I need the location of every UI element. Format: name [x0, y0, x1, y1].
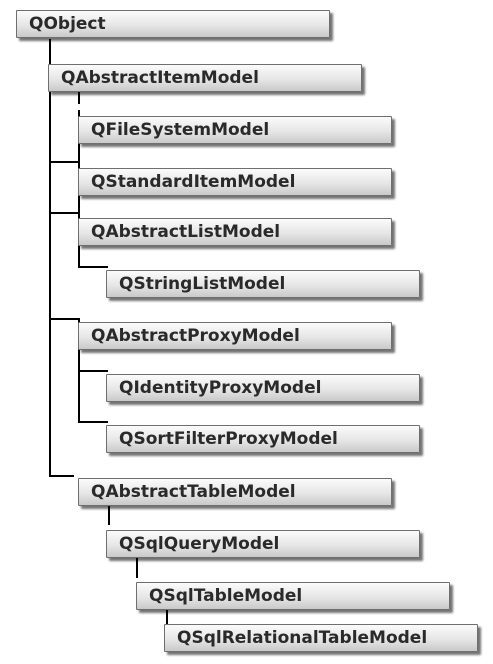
- class-node-qabstractitemmodel[interactable]: QAbstractItemModel: [48, 64, 362, 92]
- class-node-qsqltablemodel[interactable]: QSqlTableModel: [136, 582, 450, 610]
- connector-line: [78, 92, 80, 104]
- connector-line: [166, 600, 168, 630]
- connector-line: [78, 230, 80, 268]
- class-node-qabstractlistmodel[interactable]: QAbstractListModel: [78, 218, 392, 246]
- connector-line: [136, 548, 138, 578]
- connector-line: [49, 475, 74, 477]
- connector-line: [78, 110, 80, 222]
- class-node-qsqlrelationaltablemodel[interactable]: QSqlRelationalTableModel: [164, 624, 478, 652]
- class-node-qabstractproxymodel[interactable]: QAbstractProxyModel: [78, 322, 392, 350]
- connector-line: [78, 370, 108, 372]
- class-node-qfilesystemmodel[interactable]: QFileSystemModel: [78, 116, 392, 144]
- class-node-qstandarditemmodel[interactable]: QStandardItemModel: [78, 168, 392, 196]
- connector-line: [78, 421, 108, 423]
- class-node-qsqlquerymodel[interactable]: QSqlQueryModel: [106, 530, 420, 558]
- class-node-qabstracttablemodel[interactable]: QAbstractTableModel: [78, 478, 392, 506]
- connector-line: [49, 318, 78, 320]
- connector-line: [49, 161, 78, 163]
- connector-line: [49, 39, 51, 475]
- connector-line: [49, 212, 78, 214]
- connector-line: [78, 266, 108, 268]
- class-node-qstringlistmodel[interactable]: QStringListModel: [106, 270, 420, 298]
- class-node-qidentityproxymodel[interactable]: QIdentityProxyModel: [106, 374, 420, 402]
- class-node-qobject[interactable]: QObject: [16, 10, 330, 38]
- class-node-qsortfilterproxymodel[interactable]: QSortFilterProxyModel: [106, 425, 420, 453]
- connector-line: [108, 495, 110, 525]
